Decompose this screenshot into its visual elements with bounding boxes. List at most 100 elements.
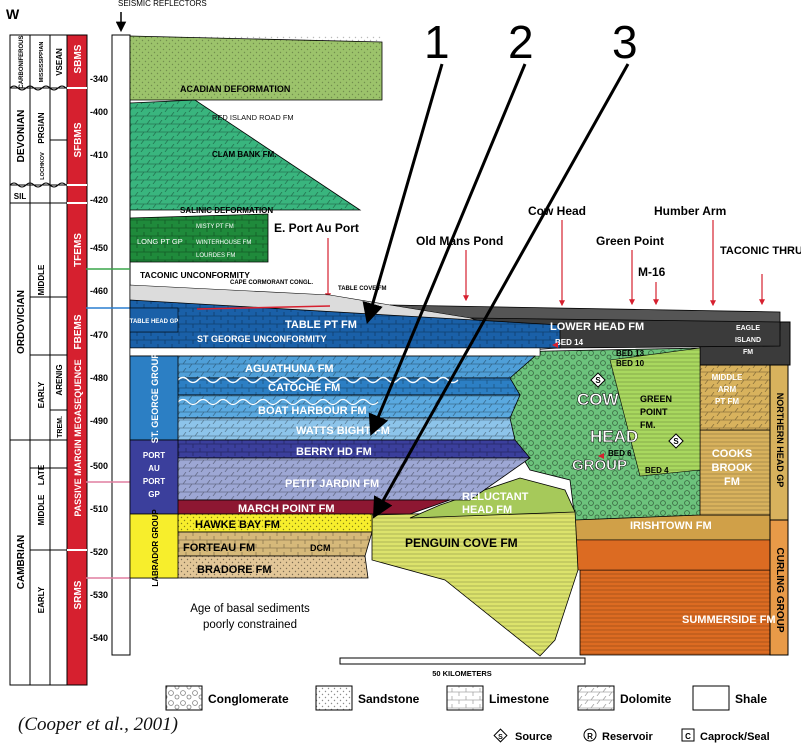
green-point-line2: POINT bbox=[640, 407, 668, 417]
tick-label: -420 bbox=[90, 195, 108, 205]
callout-arrow-icon bbox=[368, 63, 527, 436]
unit-misty-pt: MISTY PT FM bbox=[196, 224, 234, 230]
unit-long-pt-gp: LONG PT GP bbox=[137, 237, 183, 246]
bed-6: BED 6 bbox=[608, 449, 632, 458]
west-label: W bbox=[6, 6, 20, 22]
legend-shale: Shale bbox=[735, 692, 767, 706]
epoch-mississippian: MISSISSIPPIAN bbox=[39, 42, 45, 83]
period-cambrian: CAMBRIAN bbox=[16, 535, 27, 589]
group-st-george: ST. GEORGE GROUP bbox=[150, 353, 160, 444]
formation-aguathuna: AGUATHUNA FM bbox=[245, 363, 334, 375]
formation-cooks-line1: COOKS bbox=[712, 448, 752, 460]
tick-label: -490 bbox=[90, 416, 108, 426]
callout-1: 1 bbox=[424, 16, 450, 68]
bed-4: BED 4 bbox=[645, 466, 669, 475]
callout-arrow-icon bbox=[362, 63, 444, 325]
tick-label: -470 bbox=[90, 330, 108, 340]
event-acadian-deformation: ACADIAN DEFORMATION bbox=[180, 84, 290, 94]
tick-label: -460 bbox=[90, 286, 108, 296]
cow-head-head: HEAD bbox=[590, 427, 638, 446]
note-cape-cormorant: CAPE CORMORANT CONGL. bbox=[230, 280, 313, 286]
location-labels: E. Port Au Port Old Mans Pond Cow Head H… bbox=[274, 204, 801, 307]
tick-label: -530 bbox=[90, 590, 108, 600]
period-devonian: DEVONIAN bbox=[16, 110, 27, 163]
formation-cooks-line3: FM bbox=[724, 476, 740, 488]
tick-label: -340 bbox=[90, 74, 108, 84]
event-taconic-unconformity: TACONIC UNCONFORMITY bbox=[140, 270, 250, 280]
note-table-cove: TABLE COVE FM bbox=[338, 286, 387, 292]
unit-lourdes: LOURDES FM bbox=[196, 253, 235, 259]
caprock-symbol-icon bbox=[681, 728, 695, 742]
sequence-srms: SRMS bbox=[73, 580, 84, 609]
sequence-tfems: TFEMS bbox=[73, 233, 84, 267]
green-point-line1: GREEN bbox=[640, 394, 672, 404]
formation-march-point: MARCH POINT FM bbox=[238, 503, 335, 515]
formation-bradore: BRADORE FM bbox=[197, 564, 272, 576]
age-visean: VSEAN bbox=[55, 48, 64, 76]
megasequence-label: PASSIVE MARGIN MEGASEQUENCE bbox=[73, 359, 83, 516]
cow-head-labels: COW HEAD GROUP GREEN POINT FM. BED 14 BE… bbox=[555, 338, 672, 475]
bed-marker-icon bbox=[552, 342, 558, 348]
group-table-head: TABLE HEAD GP bbox=[130, 319, 179, 325]
group-labels: TABLE HEAD GP ST. GEORGE GROUP PORT AU P… bbox=[130, 319, 179, 587]
group-au-line: AU bbox=[148, 464, 160, 473]
location-green-point: Green Point bbox=[596, 234, 664, 248]
reservoir-symbol-icon bbox=[583, 728, 597, 742]
unit-red-island-road: RED ISLAND ROAD FM bbox=[212, 113, 294, 122]
formation-middle-arm-line2: ARM bbox=[718, 385, 737, 394]
platform-labels: TABLE PT FM ST GEORGE UNCONFORMITY AGUAT… bbox=[183, 319, 390, 576]
source-marker-icon: S bbox=[668, 433, 684, 449]
callout-arrow-icon bbox=[372, 63, 630, 519]
bed-13: BED 13 bbox=[616, 349, 645, 358]
epoch-lochkov: LOCHKOV bbox=[40, 152, 46, 180]
scale-label: 50 KILOMETERS bbox=[432, 669, 492, 678]
age-tremadoc: TREM. bbox=[57, 416, 64, 438]
formation-petit-jardin: PETIT JARDIN FM bbox=[285, 478, 379, 490]
formation-middle-arm-line1: MIDDLE bbox=[712, 373, 743, 382]
group-gp-line: GP bbox=[148, 490, 160, 499]
time-scale: CARBONIFEROUS DEVONIAN SIL ORDOVICIAN CA… bbox=[9, 34, 68, 686]
callout-2: 2 bbox=[508, 16, 534, 68]
shale-swatch-icon bbox=[692, 685, 730, 711]
svg-text:S: S bbox=[498, 734, 503, 741]
formation-catoche: CATOCHE FM bbox=[268, 382, 340, 394]
formation-summerside: SUMMERSIDE FM bbox=[682, 614, 776, 626]
scale-bar bbox=[339, 657, 586, 665]
silurian-unit bbox=[129, 213, 269, 263]
epoch-early-cambrian: EARLY bbox=[37, 586, 46, 613]
group-port-line-2: PORT bbox=[143, 477, 165, 486]
legend-dolomite: Dolomite bbox=[620, 692, 672, 706]
symbol-source-label: Source bbox=[515, 731, 552, 743]
cow-head-cow: COW bbox=[577, 390, 620, 409]
svg-text:S: S bbox=[673, 437, 679, 446]
group-northern-head: NORTHERN HEAD GP bbox=[775, 393, 785, 488]
slope-units bbox=[371, 477, 579, 657]
period-ordovician: ORDOVICIAN bbox=[16, 290, 27, 354]
formation-reluctant-line1: RELUCTANT bbox=[462, 491, 529, 503]
basin-units bbox=[389, 304, 791, 656]
symbol-legend: S Source R Reservoir C Caprock/Seal bbox=[493, 728, 770, 743]
conglomerate-swatch-icon bbox=[165, 685, 203, 711]
tick-label: -510 bbox=[90, 504, 108, 514]
tick-label: -400 bbox=[90, 107, 108, 117]
epoch-pragian: PRGIAN bbox=[37, 112, 46, 143]
limestone-swatch-icon bbox=[446, 685, 484, 711]
basal-note-line2: poorly constrained bbox=[203, 619, 297, 631]
formation-dcm: DCM bbox=[310, 543, 331, 553]
symbol-reservoir-label: Reservoir bbox=[602, 731, 653, 743]
bed-14: BED 14 bbox=[555, 338, 584, 347]
formation-lower-head: LOWER HEAD FM bbox=[550, 321, 644, 333]
bed-10: BED 10 bbox=[616, 359, 645, 368]
formation-watts-bight: WATTS BIGHT FM bbox=[296, 425, 390, 437]
basal-note-line1: Age of basal sediments bbox=[190, 603, 310, 615]
callout-arrows: 1 2 3 bbox=[362, 16, 638, 519]
age-arenig: ARENIG bbox=[55, 364, 64, 395]
group-labrador: LABRADOR GROUP bbox=[151, 509, 160, 587]
formation-reluctant-line2: HEAD FM bbox=[462, 504, 512, 516]
formation-irishtown: IRISHTOWN FM bbox=[630, 520, 712, 532]
basin-labels: LOWER HEAD FM EAGLE ISLAND FM MIDDLE ARM… bbox=[550, 321, 785, 633]
formation-boat-harbour: BOAT HARBOUR FM bbox=[258, 405, 367, 417]
svg-text:C: C bbox=[685, 732, 691, 741]
formation-forteau: FORTEAU FM bbox=[183, 542, 255, 554]
symbol-caprock-label: Caprock/Seal bbox=[700, 731, 770, 743]
